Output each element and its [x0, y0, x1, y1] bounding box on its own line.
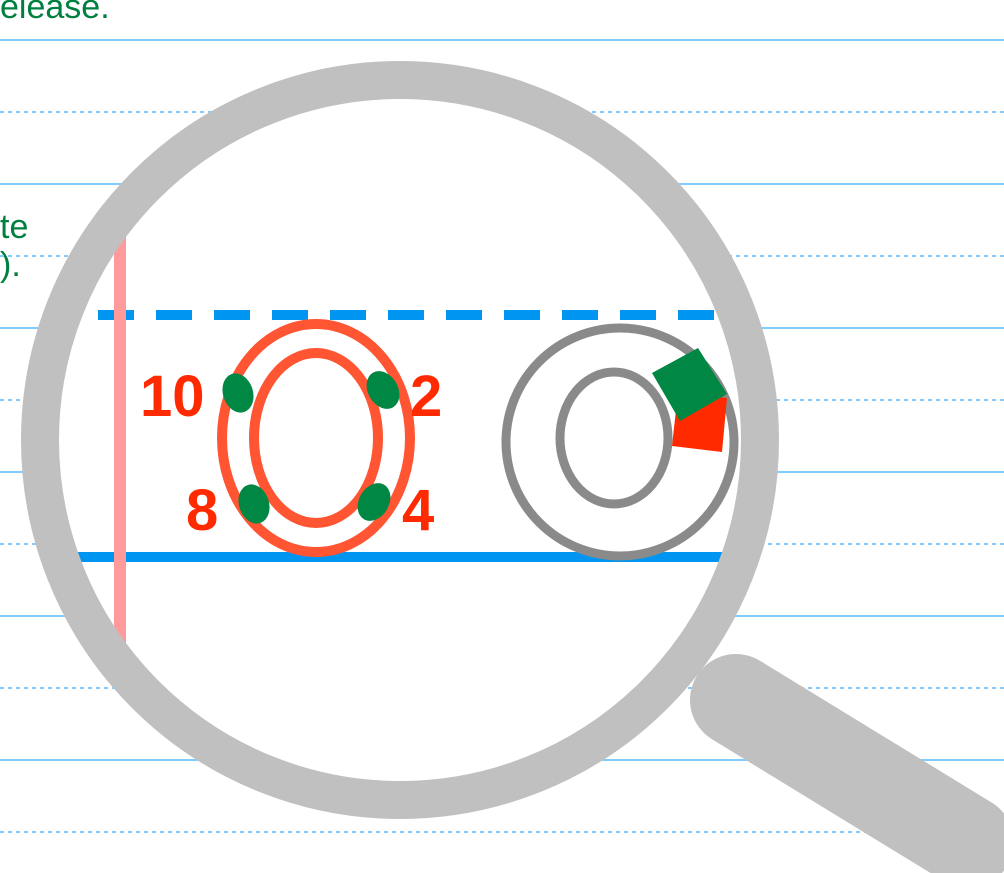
number-4: 4 — [402, 478, 434, 543]
number-2: 2 — [410, 364, 442, 429]
number-10: 10 — [140, 364, 205, 429]
number-8: 8 — [186, 478, 218, 543]
magnifier-handle — [736, 700, 968, 842]
